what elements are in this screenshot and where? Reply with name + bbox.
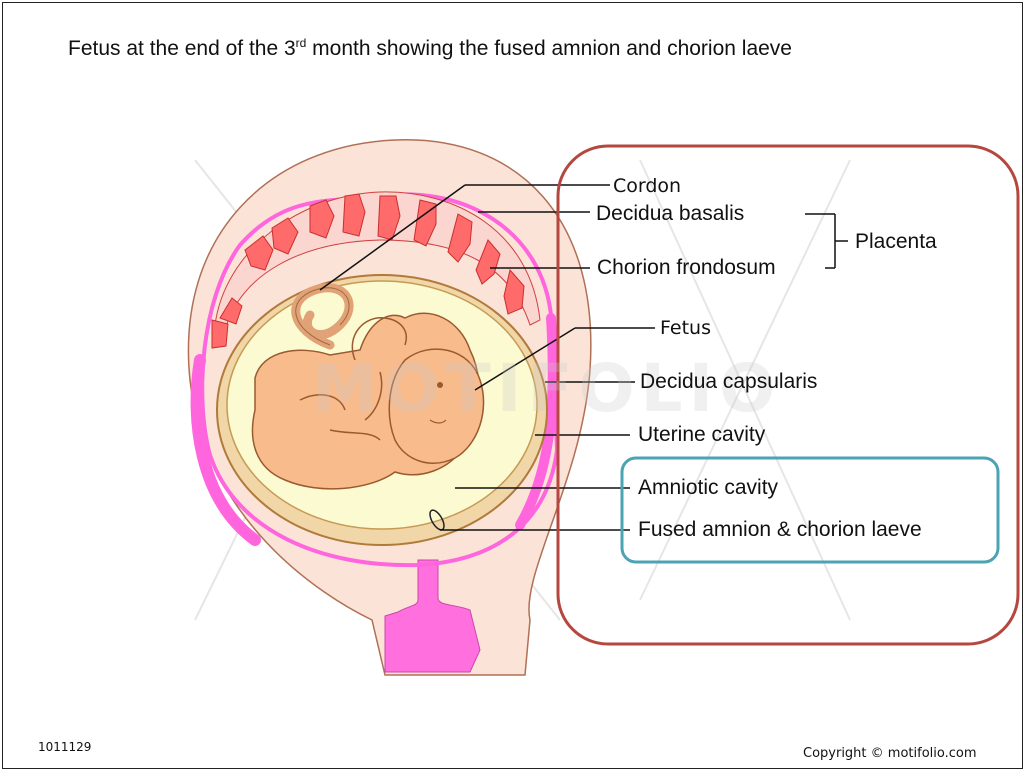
- figure-id: 1011129: [38, 740, 91, 754]
- label-chorion-frondosum: Chorion frondosum: [597, 256, 776, 280]
- title-superscript: rd: [296, 36, 307, 50]
- label-amniotic-cavity: Amniotic cavity: [638, 476, 778, 500]
- label-decidua-basalis: Decidua basalis: [596, 202, 744, 226]
- teal-highlight-box: [622, 458, 998, 562]
- title-prefix: Fetus at the end of the 3: [68, 37, 296, 60]
- label-placenta: Placenta: [855, 230, 937, 254]
- copyright-text: Copyright © motifolio.com: [803, 746, 977, 761]
- label-fetus: Fetus: [660, 316, 711, 340]
- label-fused-amnion: Fused amnion & chorion laeve: [638, 518, 922, 542]
- diagram-title: Fetus at the end of the 3rd month showin…: [68, 36, 792, 61]
- label-cordon: Cordon: [613, 174, 681, 198]
- label-uterine-cavity: Uterine cavity: [638, 423, 765, 447]
- label-decidua-capsularis: Decidua capsularis: [640, 370, 817, 394]
- title-suffix: month showing the fused amnion and chori…: [306, 37, 792, 60]
